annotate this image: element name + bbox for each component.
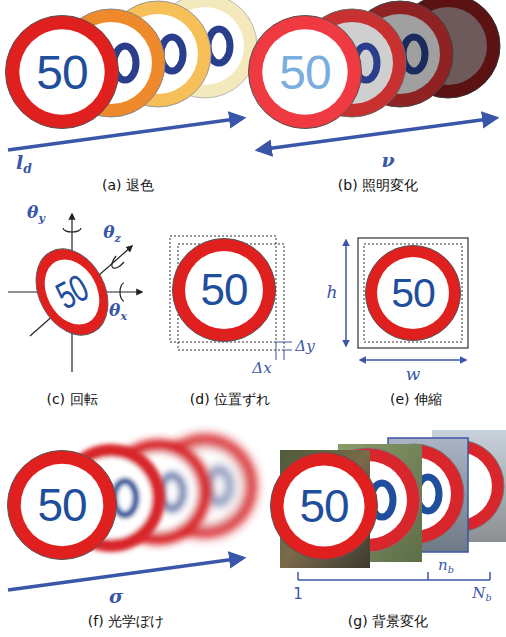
sign-ring	[173, 239, 276, 342]
sign-number: 50	[5, 15, 119, 129]
parameter-label: σ	[107, 586, 125, 607]
parameter-label: Δx	[250, 360, 273, 377]
panel-caption: (e) 伸縮	[388, 392, 444, 407]
sign-node: 50	[172, 238, 276, 342]
sign-face	[34, 250, 110, 334]
sign-number: 50	[7, 450, 117, 560]
panel-caption: (g) 背景変化	[346, 614, 430, 629]
sign-face	[377, 257, 449, 329]
parameter-label: Nb	[470, 585, 493, 604]
panel-caption: (d) 位置ずれ	[188, 392, 272, 407]
parameter-label: h	[325, 283, 340, 302]
sign-face	[185, 251, 263, 329]
parameter-label: ν	[379, 150, 396, 171]
blur-arrow	[8, 558, 243, 590]
parameter-label: θy	[25, 203, 47, 224]
scale-frame	[346, 238, 468, 360]
sign-node: 50	[21, 236, 123, 348]
sign-number: 50	[21, 236, 123, 348]
sign-face	[262, 29, 348, 115]
sign-ring	[22, 236, 123, 347]
sign-node: 50	[5, 15, 119, 129]
parameter-label: θx	[107, 301, 129, 322]
sign-number: 50	[248, 15, 362, 129]
rotation-axes	[8, 214, 142, 372]
sign-face	[19, 29, 105, 115]
sign-ring	[271, 453, 378, 560]
parameter-label: ld	[14, 152, 34, 175]
parameter-label: nb	[436, 557, 456, 576]
sign-face	[284, 466, 365, 547]
parameter-label: θz	[101, 223, 123, 244]
sign-number: 50	[365, 245, 461, 341]
index-bracket	[298, 572, 490, 580]
parameter-label: Δy	[293, 338, 316, 355]
sign-ring	[366, 246, 461, 341]
sign-node: 50	[270, 452, 378, 560]
panel-caption: (c) 回転	[44, 392, 99, 407]
sign-node: 50	[248, 15, 362, 129]
parameter-label: w	[404, 365, 423, 384]
sign-node: 50	[365, 245, 461, 341]
panel-caption: (b) 照明変化	[336, 178, 420, 193]
sign-ring	[6, 16, 119, 129]
sign-number: 50	[172, 238, 276, 342]
sign-face	[21, 464, 104, 547]
sign-ring	[8, 451, 117, 560]
panel-caption: (f) 光学ぼけ	[86, 614, 166, 629]
shift-ticks	[276, 342, 292, 360]
parameter-label: 1	[291, 586, 305, 603]
sign-ring	[249, 16, 362, 129]
sign-node: 50	[7, 450, 117, 560]
panel-caption: (a) 退色	[100, 178, 156, 193]
sign-number: 50	[270, 452, 378, 560]
shift-frames	[170, 236, 284, 350]
